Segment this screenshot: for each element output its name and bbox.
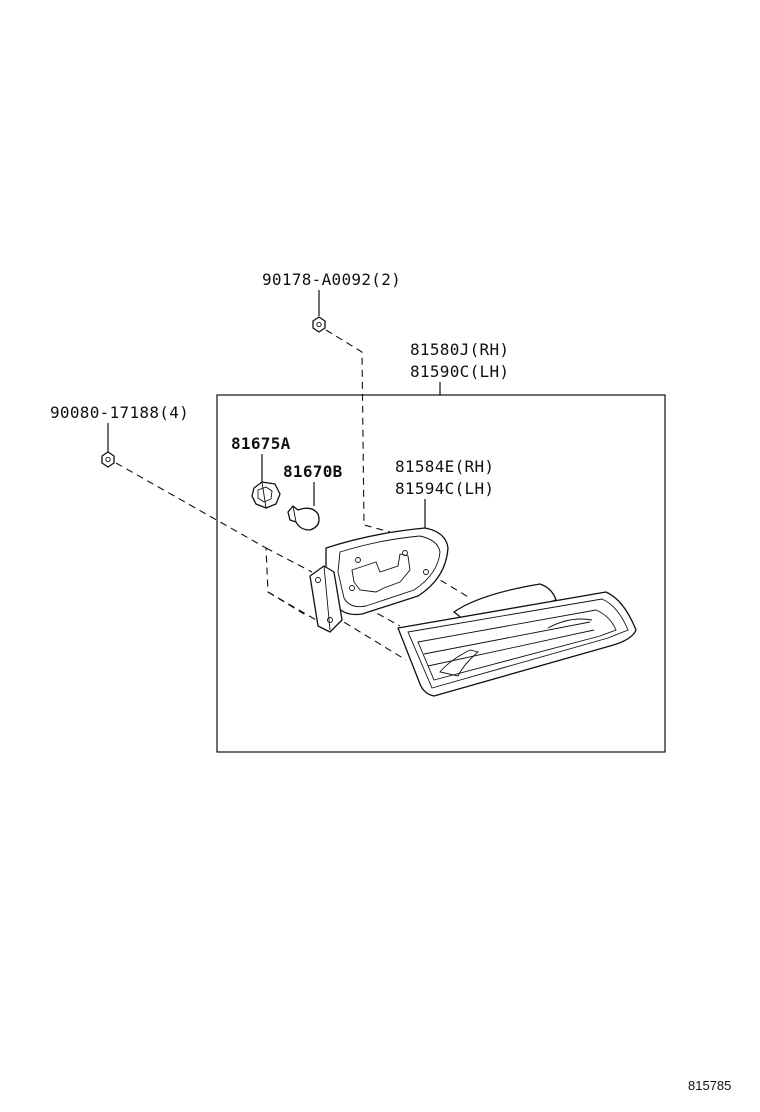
bulb-part [287,505,320,531]
screw-top-part [312,316,326,333]
label-lamp-assy-rh: 81580J(RH) [410,340,509,359]
screw-left-part [101,451,115,468]
lamp-housing-part [309,527,449,633]
socket-part [251,481,281,509]
label-bulb: 81670B [283,462,343,481]
assembly-frame [216,394,666,753]
label-lens-lh: 81594C(LH) [395,479,494,498]
label-socket: 81675A [231,434,291,453]
reference-code: 815785 [688,1078,731,1093]
label-screw-top: 90178-A0092(2) [262,270,401,289]
lens-part [397,583,637,697]
label-lens-rh: 81584E(RH) [395,457,494,476]
label-lamp-assy-lh: 81590C(LH) [410,362,509,381]
label-screw-left: 90080-17188(4) [50,403,189,422]
